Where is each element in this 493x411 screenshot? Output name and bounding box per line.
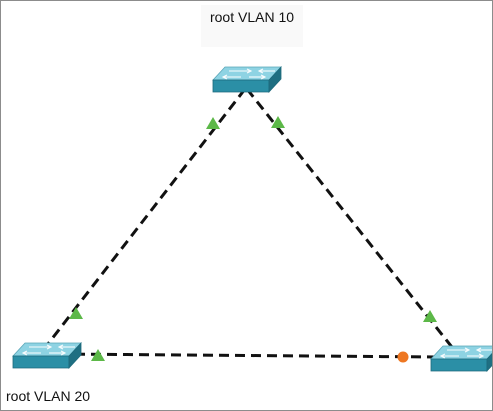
switch-left-icon[interactable] (12, 342, 82, 369)
links-layer (39, 88, 461, 359)
blocking-port-icon (397, 351, 409, 363)
forwarding-port-icon (271, 116, 285, 128)
link-left-right[interactable] (58, 352, 436, 359)
forwarding-port-icon (206, 117, 220, 129)
forwarding-port-icon (423, 310, 437, 322)
forwarding-port-icon (69, 307, 83, 319)
link-top-right[interactable] (245, 88, 461, 357)
switch-top-label: root VLAN 10 (201, 5, 303, 47)
switch-right-icon[interactable] (430, 345, 492, 372)
forwarding-port-icon (91, 349, 105, 361)
port-indicators (69, 116, 437, 363)
switch-top-icon[interactable] (212, 66, 282, 93)
switch-left-label: root VLAN 20 (6, 388, 91, 404)
